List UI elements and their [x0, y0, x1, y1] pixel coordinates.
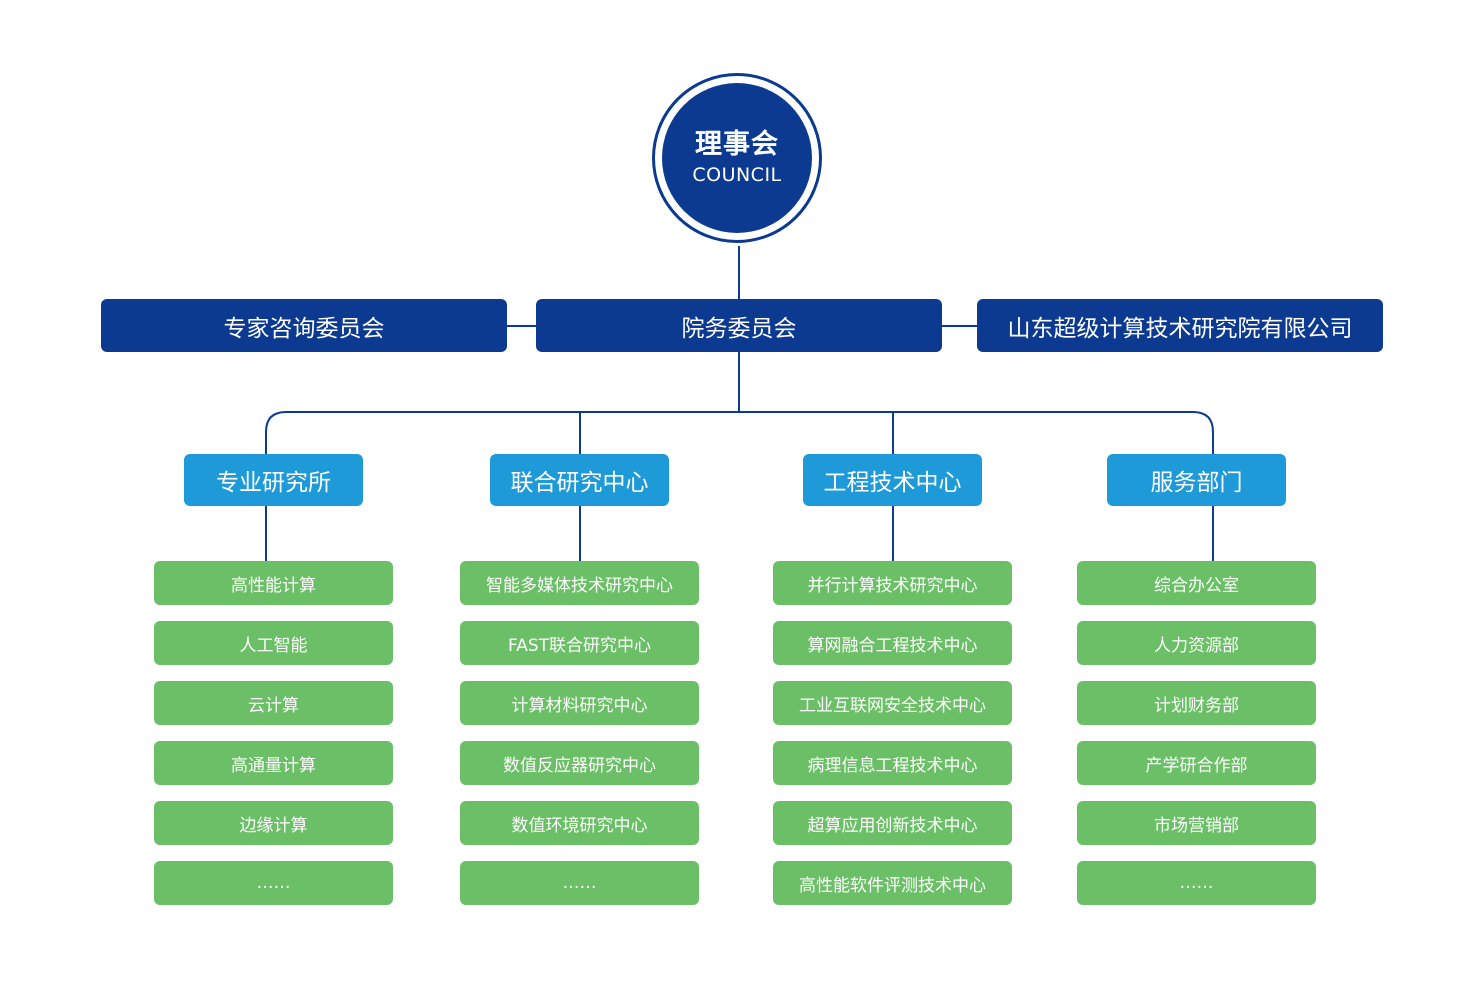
- academy-affairs-committee-box: 院务委员会: [536, 299, 942, 352]
- unit-box: 人工智能: [154, 621, 393, 665]
- unit-box: 算网融合工程技术中心: [773, 621, 1012, 665]
- unit-box: 计划财务部: [1077, 681, 1316, 725]
- department-box-4: 服务部门: [1107, 454, 1286, 506]
- unit-box: 计算材料研究中心: [460, 681, 699, 725]
- council-node: 理事会 COUNCIL: [652, 73, 822, 243]
- unit-box: 数值反应器研究中心: [460, 741, 699, 785]
- unit-box: 高性能计算: [154, 561, 393, 605]
- expert-advisory-committee-box: 专家咨询委员会: [101, 299, 507, 352]
- unit-box: 并行计算技术研究中心: [773, 561, 1012, 605]
- unit-box: 人力资源部: [1077, 621, 1316, 665]
- unit-box: 高通量计算: [154, 741, 393, 785]
- unit-box: 高性能软件评测技术中心: [773, 861, 1012, 905]
- council-circle: 理事会 COUNCIL: [662, 83, 812, 233]
- council-title-cn: 理事会: [695, 129, 779, 160]
- department-box-2: 联合研究中心: [490, 454, 669, 506]
- department-box-3: 工程技术中心: [803, 454, 982, 506]
- unit-box: 市场营销部: [1077, 801, 1316, 845]
- unit-box: 病理信息工程技术中心: [773, 741, 1012, 785]
- unit-box: 工业互联网安全技术中心: [773, 681, 1012, 725]
- unit-box: FAST联合研究中心: [460, 621, 699, 665]
- unit-box-more: ……: [1077, 861, 1316, 905]
- unit-box: 智能多媒体技术研究中心: [460, 561, 699, 605]
- connector-bus: [265, 411, 1214, 454]
- council-title-en: COUNCIL: [692, 164, 782, 186]
- company-box: 山东超级计算技术研究院有限公司: [977, 299, 1383, 352]
- department-box-1: 专业研究所: [184, 454, 363, 506]
- unit-box-more: ……: [154, 861, 393, 905]
- unit-box: 综合办公室: [1077, 561, 1316, 605]
- unit-box: 数值环境研究中心: [460, 801, 699, 845]
- unit-box: 超算应用创新技术中心: [773, 801, 1012, 845]
- unit-box: 边缘计算: [154, 801, 393, 845]
- unit-box: 云计算: [154, 681, 393, 725]
- unit-box: 产学研合作部: [1077, 741, 1316, 785]
- unit-box-more: ……: [460, 861, 699, 905]
